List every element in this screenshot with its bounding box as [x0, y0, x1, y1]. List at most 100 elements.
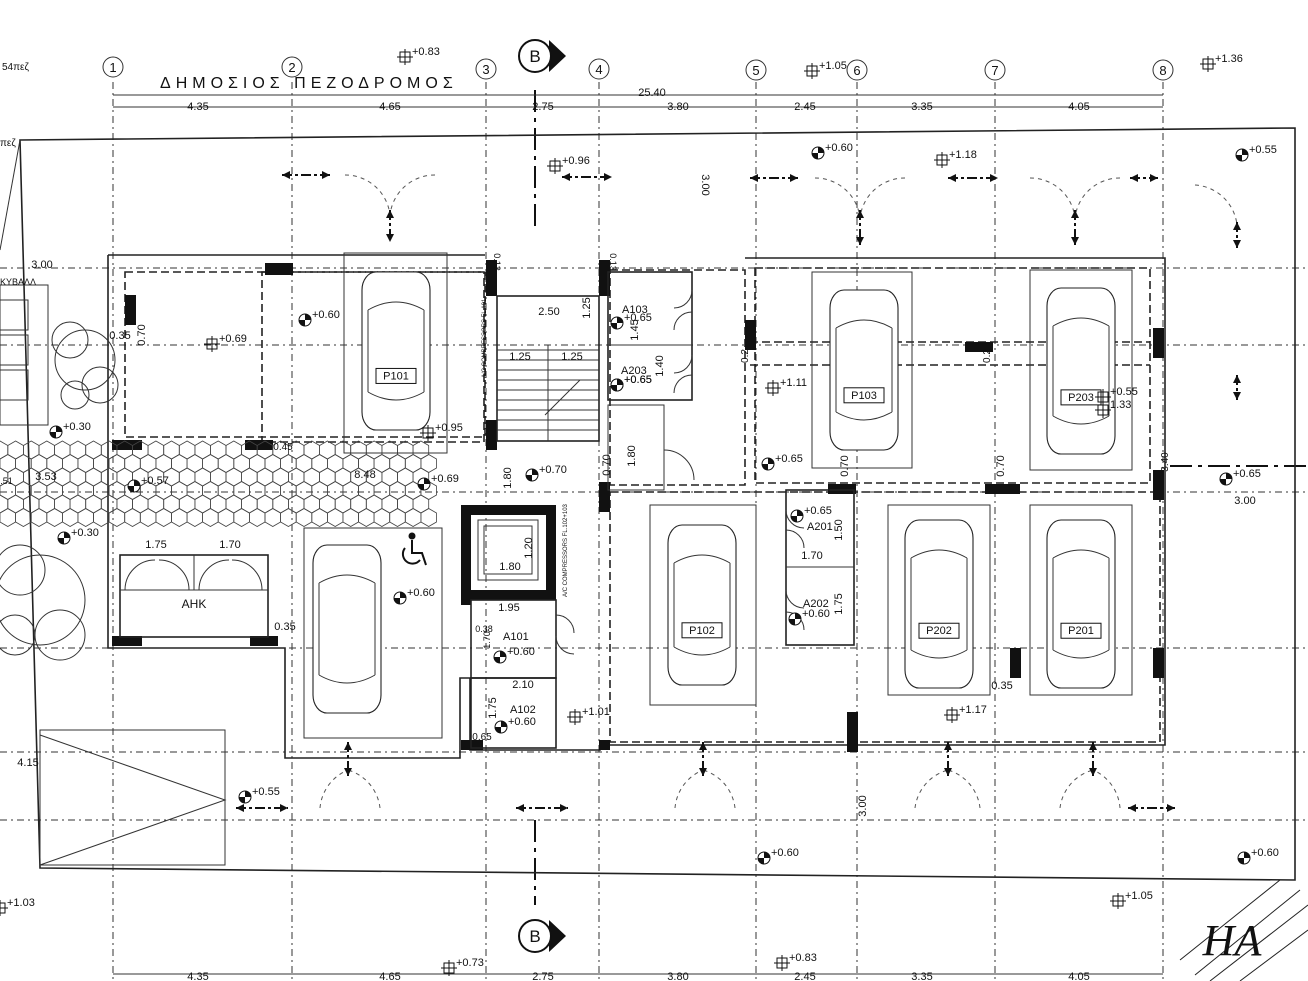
parking-label: P102: [689, 625, 715, 637]
level-value: +0.60: [507, 646, 535, 658]
meter-dim-2: 1.70: [219, 539, 240, 551]
car-icon: [1046, 287, 1116, 455]
level-value: +1.18: [949, 149, 977, 161]
dim-bottom-6: 3.35: [911, 971, 932, 981]
level-value: +0.65: [624, 374, 652, 386]
level-value: +0.55: [1249, 144, 1277, 156]
dim-a201-width: 1.70: [801, 550, 822, 562]
stair-dim-right: 1.25: [561, 351, 582, 363]
car-icon: [1046, 519, 1116, 689]
parking-label: P202: [926, 625, 952, 637]
lift-dim-width: 1.80: [499, 561, 520, 573]
misc-dimensions: 3.00 3.00 3.00 3.00 1.45 1.40 1.80 1.80 …: [0, 174, 1256, 816]
level-value: +0.73: [456, 957, 484, 969]
axis-label-1: 1: [109, 60, 116, 75]
architect-logo: HA: [1179, 879, 1308, 981]
level-value: +0.30: [71, 527, 99, 539]
dim-4-15: 4.15: [17, 757, 38, 769]
car-icon: [904, 519, 974, 689]
storage-label-a102: A102: [510, 704, 536, 716]
dim-span-3: 2.75: [532, 101, 553, 113]
section-marker-bottom: B: [518, 919, 566, 953]
level-value: +0.60: [771, 847, 799, 859]
dim-0-65: 0.65: [472, 732, 492, 743]
tree-bottom: [0, 544, 86, 661]
dim-span-2: 4.65: [379, 101, 400, 113]
lift-shaft: 1.80 1.20: [477, 519, 539, 581]
level-value: +0.60: [825, 142, 853, 154]
dim-0-70-b: 0.70: [601, 454, 613, 475]
dim-corridor: 1.80: [626, 445, 638, 466]
level-value: +0.95: [435, 422, 463, 434]
dim-bottom-1: 4.35: [187, 971, 208, 981]
parking-label: P103: [851, 390, 877, 402]
dim-0-35-a: 0.35: [109, 330, 130, 342]
storage-label-a103: A103: [622, 304, 648, 316]
dim-a103-depth: 1.45: [629, 319, 641, 340]
dim-3-00-a: 3.00: [31, 259, 52, 271]
stair-dim-width: 2.50: [538, 306, 559, 318]
parking-bay: [811, 271, 913, 469]
dim-span-1: 4.35: [187, 101, 208, 113]
parking-bay: [303, 527, 443, 739]
level-value: +0.57: [141, 475, 169, 487]
dim-0-2-b: 0.2: [982, 349, 993, 363]
section-marker-top: B: [518, 39, 566, 73]
axis-label-8: 8: [1159, 63, 1166, 78]
level-value: +0.60: [802, 608, 830, 620]
dim-8-48: 8.48: [354, 469, 375, 481]
dim-0-13-a: 0.13: [492, 253, 502, 271]
dim-bottom-4: 3.80: [667, 971, 688, 981]
level-value: +1.36: [1215, 53, 1243, 65]
storage-label-a201: A201: [807, 521, 833, 533]
site-boundary: [19, 127, 1296, 881]
dim-0-35-c: 0.35: [991, 680, 1012, 692]
meter-room-label: ΑΗΚ: [182, 597, 207, 611]
level-value: +1.05: [1125, 890, 1153, 902]
parking-bay: [343, 252, 448, 454]
parking-bay: [649, 504, 757, 706]
logo-monogram: HA: [1202, 916, 1263, 965]
level-value: +0.60: [1251, 847, 1279, 859]
dim-a102-width: 2.10: [512, 679, 533, 691]
storage-rooms-west: [470, 599, 575, 749]
dim-bottom-2: 4.65: [379, 971, 400, 981]
level-value: +0.70: [539, 464, 567, 476]
bins-area: ΚΥΒΑΛΛ: [0, 277, 49, 426]
dim-span-5: 2.45: [794, 101, 815, 113]
meter-dim-1: 1.75: [145, 539, 166, 551]
level-markers: +0.83+1.05+1.36+0.96+0.60+1.18+0.55+0.69…: [0, 46, 1279, 976]
parking-label: P101: [383, 370, 409, 382]
storage-label-a101: A101: [503, 631, 529, 643]
level-value: +1.01: [582, 706, 610, 718]
staircase: 2.50 1.25 1.25 1.25: [496, 295, 600, 442]
wheelchair-icon: [401, 532, 427, 566]
level-value: +0.69: [431, 473, 459, 485]
level-value: +0.30: [63, 421, 91, 433]
top-dimension-chain: 25.40 4.35 4.65 2.75 3.80 2.45 3.35 4.05: [113, 87, 1163, 113]
dim-3-00-c: 3.00: [1234, 495, 1255, 507]
dim-a203-depth: 1.40: [654, 355, 666, 376]
level-value: +1.11: [780, 377, 807, 389]
stair-dim-landing: 1.25: [581, 297, 593, 318]
level-value: +0.55: [1110, 386, 1138, 398]
parking-bay: [1029, 269, 1133, 471]
dim-3-53: 3.53: [35, 471, 56, 483]
dim-0-45: 0.45: [273, 442, 293, 453]
level-value: +0.65: [624, 312, 652, 324]
level-value: +0.60: [407, 587, 435, 599]
level-value: +0.69: [219, 333, 247, 345]
car-icon: [829, 289, 899, 451]
ramp-area: [39, 729, 226, 866]
level-value: +1.17: [959, 704, 987, 716]
axis-label-7: 7: [991, 63, 998, 78]
dim-0-70-d: 0.70: [995, 455, 1007, 476]
dim-0-51: 0.51: [0, 476, 13, 486]
dim-a201-depth: 1.50: [833, 519, 845, 540]
parking-label: P203: [1068, 392, 1094, 404]
traffic-arrows: [236, 171, 1241, 812]
equipment-label-2: A/C COMPRESSORS FL.102+103: [563, 503, 569, 597]
level-value: +0.96: [562, 155, 590, 167]
dim-0-70-a: 0.70: [136, 324, 148, 345]
